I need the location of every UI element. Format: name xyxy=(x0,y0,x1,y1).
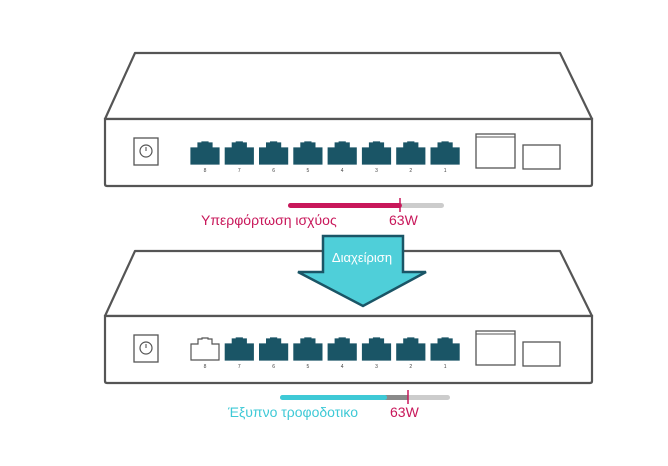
sfp-slot-bottom-1 xyxy=(475,330,516,366)
power-value-top: 63W xyxy=(389,212,419,228)
top-port-7 xyxy=(224,141,254,165)
bottom-port-6 xyxy=(259,337,289,361)
top-port-label-7: 7 xyxy=(238,168,241,174)
bottom-port-3 xyxy=(361,337,392,361)
switch-top-lid xyxy=(103,51,594,121)
top-port-8 xyxy=(190,141,220,165)
power-value-bottom: 63W xyxy=(390,404,420,420)
bottom-port-label-2: 2 xyxy=(409,364,412,370)
bottom-port-label-8: 8 xyxy=(204,364,207,370)
top-port-6 xyxy=(259,141,289,165)
arrow-label: Διαχείριση xyxy=(332,250,392,265)
bottom-port-7 xyxy=(224,337,254,361)
top-port-3 xyxy=(361,141,392,165)
top-port-1 xyxy=(430,141,460,165)
top-port-label-2: 2 xyxy=(409,168,412,174)
top-port-label-3: 3 xyxy=(375,168,378,174)
power-bar-bottom-reserve xyxy=(385,395,408,400)
bottom-port-label-3: 3 xyxy=(375,364,378,370)
top-port-label-6: 6 xyxy=(272,168,275,174)
bottom-port-2 xyxy=(396,337,426,361)
management-arrow: Διαχείριση xyxy=(297,234,427,308)
port-row-top: 8 7 6 5 4 3 2 1 xyxy=(190,141,460,174)
smart-power-label: Έξυπνο τροφοδοτικο xyxy=(227,404,358,420)
top-port-2 xyxy=(396,141,426,165)
arrow-shape xyxy=(297,234,427,308)
sfp-slot-top-1 xyxy=(475,133,516,169)
switch-top: 8 7 6 5 4 3 2 1 xyxy=(103,51,594,188)
sfp-slot-top-2 xyxy=(522,144,561,170)
sfp-slot-bottom-2 xyxy=(522,341,561,367)
top-port-4 xyxy=(327,141,357,165)
top-port-label-8: 8 xyxy=(204,168,207,174)
power-bar-bottom-fill xyxy=(280,395,388,400)
bottom-port-label-7: 7 xyxy=(238,364,241,370)
bottom-port-label-6: 6 xyxy=(272,364,275,370)
bottom-port-5 xyxy=(293,337,323,361)
bottom-port-label-4: 4 xyxy=(341,364,344,370)
power-bar-top: Υπερφόρτωση ισχύος 63W xyxy=(201,198,444,228)
power-bar-top-fill xyxy=(288,203,402,208)
port-row-bottom: 8 7 6 5 4 3 2 1 xyxy=(190,337,460,370)
top-port-5 xyxy=(293,141,323,165)
bottom-port-4 xyxy=(327,337,357,361)
bottom-port-1 xyxy=(430,337,460,361)
bottom-port-8 xyxy=(190,337,220,361)
top-port-label-4: 4 xyxy=(341,168,344,174)
overload-label: Υπερφόρτωση ισχύος xyxy=(201,212,337,228)
power-bar-bottom: Έξυπνο τροφοδοτικο 63W xyxy=(227,390,450,420)
bottom-port-label-1: 1 xyxy=(444,364,447,370)
bottom-port-label-5: 5 xyxy=(307,364,310,370)
top-port-label-1: 1 xyxy=(444,168,447,174)
top-port-label-5: 5 xyxy=(307,168,310,174)
